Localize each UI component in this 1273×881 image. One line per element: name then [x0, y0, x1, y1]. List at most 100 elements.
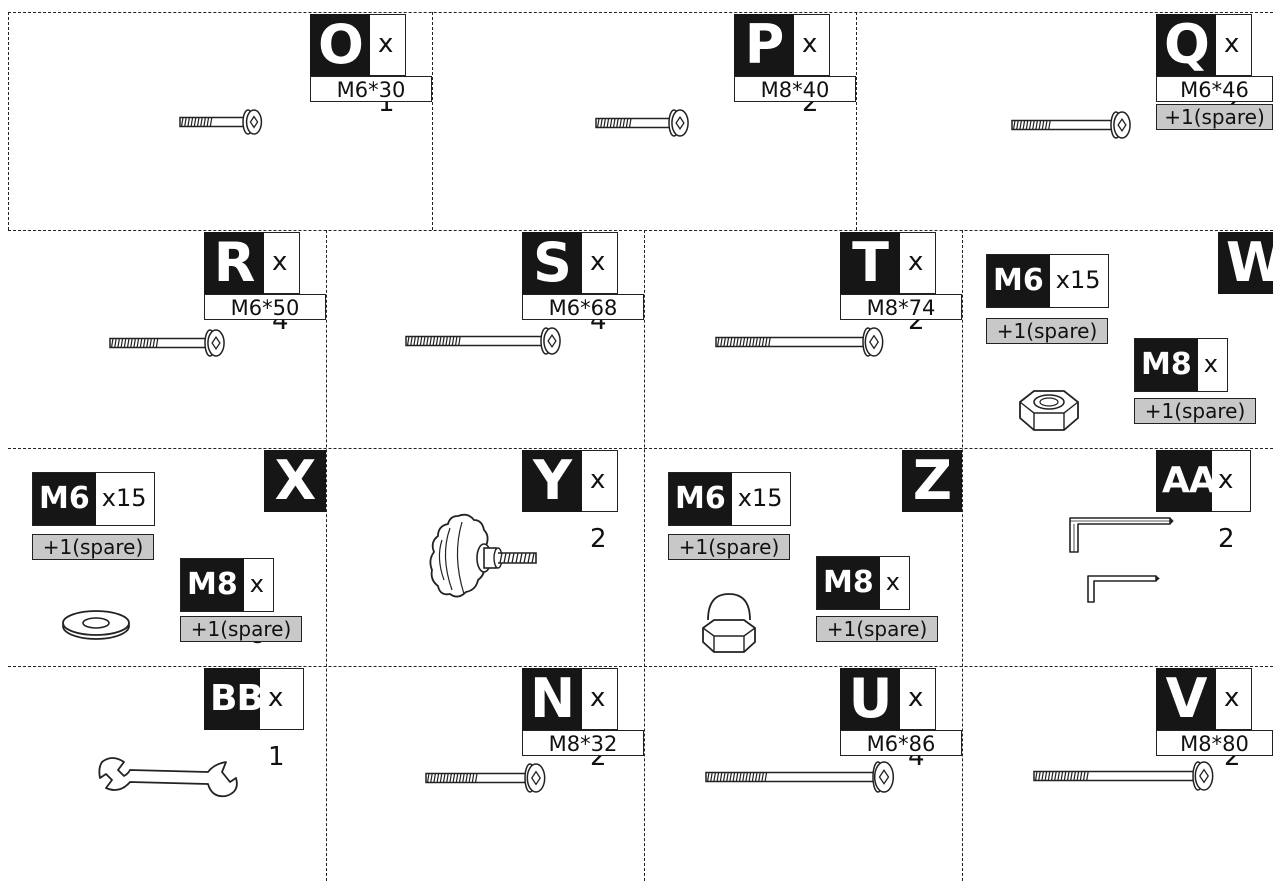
part-size: M6*46 [1156, 76, 1273, 102]
part-tag: U x 4 [840, 668, 936, 772]
bolt-icon [109, 329, 225, 357]
part-size: M8*40 [734, 76, 856, 102]
part-letter: U [840, 668, 900, 730]
part-letter: R [204, 232, 264, 294]
part-quantity: x 1 [370, 14, 407, 118]
grid-line [8, 230, 1273, 231]
part-quantity: x 2 [794, 14, 830, 118]
grid-line [432, 12, 433, 230]
bolt-icon [405, 327, 561, 355]
part-quantity: x 1 [260, 668, 305, 772]
part-quantity: x 2 [1216, 668, 1252, 772]
size-tag: M6 x15 [668, 472, 792, 526]
size-tag: M8 x 8 [1134, 338, 1228, 429]
part-tag: AA x 2 [1156, 450, 1252, 554]
size-label: M8 [817, 557, 880, 609]
part-letter: X [264, 450, 326, 512]
size-quantity: x15 [731, 473, 791, 525]
grid-line [8, 12, 9, 230]
bolt-icon [1011, 111, 1131, 139]
part-letter: Y [522, 450, 582, 512]
grid-line [856, 12, 857, 230]
grid-line [962, 230, 963, 881]
part-tag: R x 4 [204, 232, 300, 336]
part-quantity: x 2 [582, 450, 618, 554]
allen-key-icon [1087, 575, 1160, 603]
allen-key-icon [1069, 517, 1174, 553]
part-quantity: x 2 [582, 668, 618, 772]
part-size: M6*50 [204, 294, 326, 320]
part-tag: X [264, 450, 326, 512]
spare-note: +1(spare) [816, 616, 938, 642]
part-size: M8*74 [840, 294, 962, 320]
spare-note: +1(spare) [1134, 398, 1256, 424]
size-label: M8 [181, 559, 244, 611]
spare-note: +1(spare) [1156, 104, 1273, 130]
part-letter: BB [204, 668, 264, 730]
part-letter: N [522, 668, 582, 730]
part-tag: V x 2 [1156, 668, 1252, 772]
part-size: M6*30 [310, 76, 432, 102]
part-quantity: x 4 [264, 232, 300, 336]
bolt-icon [705, 761, 895, 793]
part-letter: T [840, 232, 900, 294]
grid-line [8, 12, 1273, 13]
bolt-icon [1033, 761, 1214, 791]
part-size: M8*80 [1156, 730, 1273, 756]
flat-washer-icon [62, 610, 130, 640]
hex-nut-icon [1019, 390, 1079, 431]
size-label: M6 [33, 473, 96, 525]
size-quantity: x15 [1049, 255, 1109, 307]
spare-note: +1(spare) [180, 616, 302, 642]
size-quantity: x 8 [879, 557, 909, 647]
size-tag: M6 x15 [986, 254, 1110, 308]
size-quantity: x15 [95, 473, 155, 525]
part-tag: O x 1 [310, 14, 407, 118]
part-tag: S x 4 [522, 232, 618, 336]
size-tag: M8 x 8 [816, 556, 910, 647]
part-letter: S [522, 232, 582, 294]
bolt-icon [715, 327, 884, 357]
part-quantity: x 4 [900, 668, 936, 772]
part-tag: BB x 1 [204, 668, 305, 772]
size-quantity: x 8 [1197, 339, 1227, 429]
part-tag: N x 2 [522, 668, 618, 772]
size-tag: M6 x15 [32, 472, 156, 526]
part-letter: V [1156, 668, 1216, 730]
size-tag: M8 x 8 [180, 558, 274, 649]
part-size: M6*68 [522, 294, 644, 320]
size-label: M6 [987, 255, 1050, 307]
knob-screw-icon [429, 513, 537, 598]
size-label: M6 [669, 473, 732, 525]
part-size: M8*32 [522, 730, 644, 756]
grid-line [326, 230, 327, 881]
part-letter: O [310, 14, 370, 76]
part-letter: W [1218, 232, 1273, 294]
part-quantity: x 2 [1216, 14, 1253, 118]
part-letter: P [734, 14, 794, 76]
part-letter: AA [1156, 450, 1217, 512]
cap-nut-icon [702, 593, 756, 653]
grid-line [8, 448, 1273, 449]
part-tag: T x 2 [840, 232, 936, 336]
grid-line [8, 666, 1273, 667]
bolt-icon [425, 763, 546, 793]
part-quantity: x 2 [1212, 450, 1252, 554]
part-tag: Q x 2 [1156, 14, 1253, 118]
wrench-icon [98, 757, 238, 798]
part-letter: Q [1156, 14, 1216, 76]
bolt-icon [595, 109, 689, 137]
part-tag: P x 2 [734, 14, 830, 118]
part-letter: Z [902, 450, 962, 512]
bolt-icon [179, 109, 263, 135]
spare-note: +1(spare) [668, 534, 790, 560]
part-size: M6*86 [840, 730, 962, 756]
part-tag: Y x 2 [522, 450, 618, 554]
size-quantity: x 8 [243, 559, 273, 649]
part-quantity: x 2 [900, 232, 936, 336]
size-label: M8 [1135, 339, 1198, 391]
part-tag: W [1218, 232, 1273, 294]
part-quantity: x 4 [582, 232, 618, 336]
spare-note: +1(spare) [986, 318, 1108, 344]
